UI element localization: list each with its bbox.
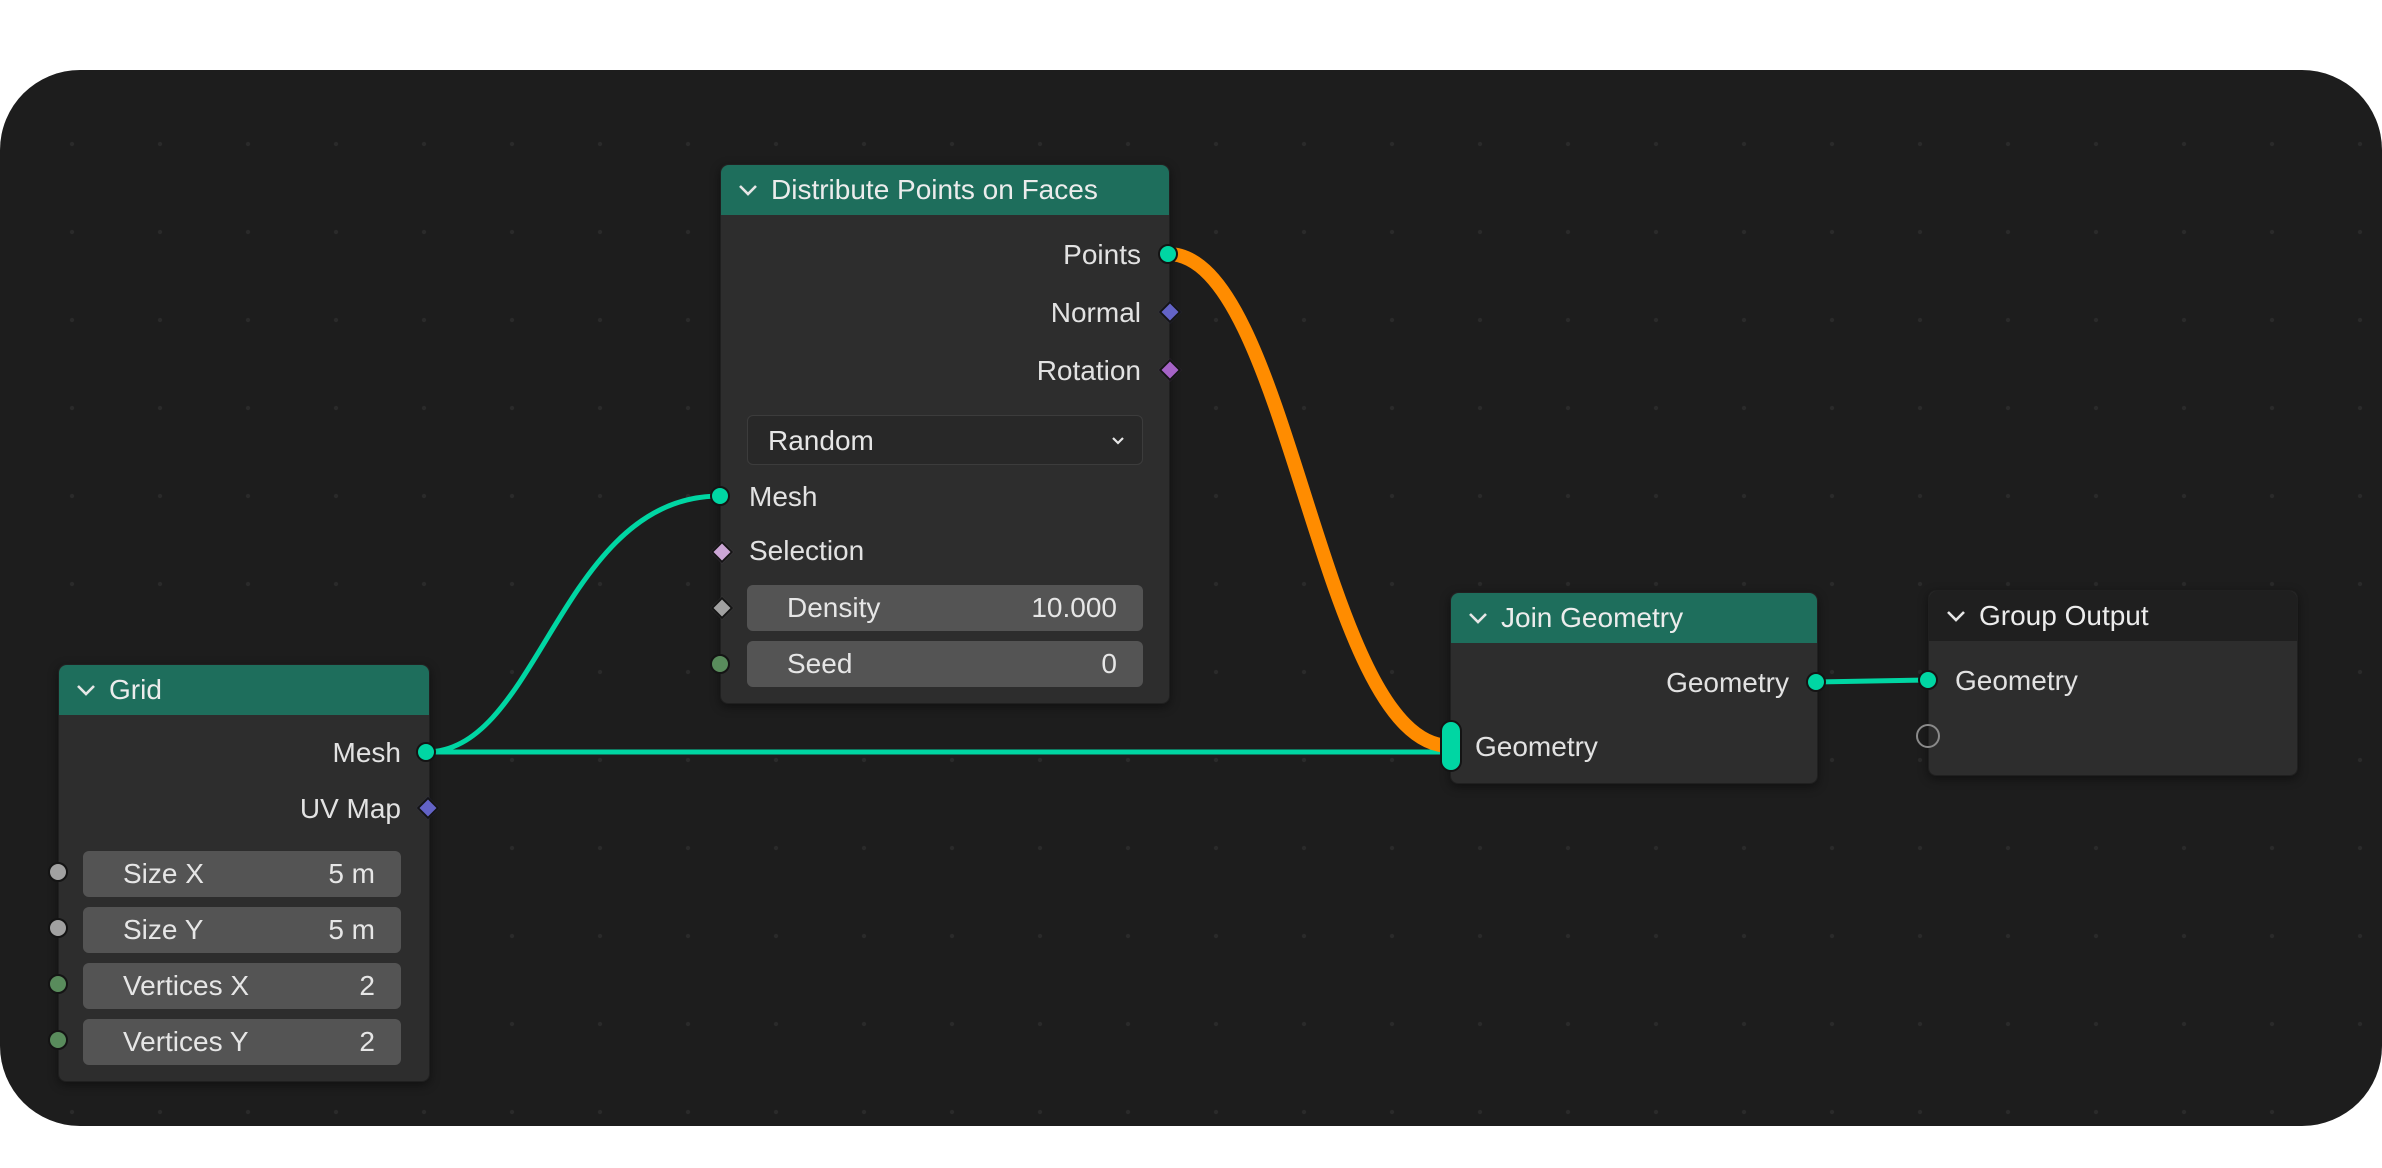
grid-output-uv-map-label: UV Map: [299, 793, 401, 824]
seed-field[interactable]: Seed 0: [747, 641, 1143, 687]
vertices-y-value: 2: [359, 1026, 375, 1057]
distribute-output-points-label: Points: [1063, 239, 1141, 270]
seed-value: 0: [1101, 648, 1117, 679]
distribute-output-rotation-label: Rotation: [1036, 355, 1141, 386]
grid-mesh-output-socket[interactable]: [416, 742, 436, 762]
size-x-label: Size X: [123, 858, 204, 889]
distribute-points-node-header[interactable]: Distribute Points on Faces: [721, 165, 1169, 215]
join-output-geometry-label: Geometry: [1666, 667, 1789, 698]
vertices-y-input-socket[interactable]: [48, 1030, 68, 1050]
link-distribute-points-to-join-geometry[interactable]: [1161, 247, 1457, 753]
vertices-y-field[interactable]: Vertices Y 2: [83, 1019, 401, 1065]
density-label: Density: [787, 592, 881, 623]
distribute-points-output-socket[interactable]: [1158, 244, 1178, 264]
distribute-points-node-title: Distribute Points on Faces: [771, 174, 1098, 205]
grid-node-header[interactable]: Grid: [59, 665, 429, 715]
distribute-output-normal-label: Normal: [1050, 297, 1141, 328]
density-value: 10.000: [1031, 592, 1117, 623]
group-output-geometry-input-socket[interactable]: [1918, 670, 1938, 690]
size-y-value: 5 m: [328, 914, 375, 945]
chevron-down-icon: [1112, 437, 1124, 445]
size-x-field[interactable]: Size X 5 m: [83, 851, 401, 897]
distribute-method-value: Random: [768, 425, 874, 456]
group-output-empty-input-socket[interactable]: [1916, 724, 1940, 748]
vertices-x-label: Vertices X: [123, 970, 250, 1001]
density-field[interactable]: Density 10.000: [747, 585, 1143, 631]
join-geometry-multi-input-socket[interactable]: [1440, 720, 1462, 772]
seed-label: Seed: [787, 648, 853, 679]
group-output-node[interactable]: Group Output Geometry: [1928, 590, 2298, 776]
link-grid-mesh-to-distribute-mesh[interactable]: [425, 493, 721, 755]
distribute-seed-input-socket[interactable]: [710, 654, 730, 674]
join-geometry-node[interactable]: Join Geometry Geometry Geometry: [1450, 592, 1818, 784]
size-y-input-socket[interactable]: [48, 918, 68, 938]
group-output-node-title: Group Output: [1979, 600, 2149, 631]
join-input-geometry-label: Geometry: [1475, 731, 1598, 762]
size-x-input-socket[interactable]: [48, 862, 68, 882]
vertices-x-field[interactable]: Vertices X 2: [83, 963, 401, 1009]
group-output-node-header[interactable]: Group Output: [1929, 591, 2297, 641]
vertices-x-input-socket[interactable]: [48, 974, 68, 994]
grid-output-mesh-label: Mesh: [332, 737, 401, 768]
vertices-x-value: 2: [359, 970, 375, 1001]
group-output-input-geometry-label: Geometry: [1955, 665, 2078, 696]
chevron-down-icon[interactable]: [75, 679, 97, 701]
distribute-method-dropdown[interactable]: Random: [747, 415, 1143, 465]
size-y-field[interactable]: Size Y 5 m: [83, 907, 401, 953]
distribute-points-node[interactable]: Distribute Points on Faces Points Normal…: [720, 164, 1170, 704]
grid-node[interactable]: Grid Mesh UV Map Size X 5 m Size Y 5 m V…: [58, 664, 430, 1082]
grid-node-title: Grid: [109, 674, 162, 705]
join-geometry-node-title: Join Geometry: [1501, 602, 1684, 633]
join-geometry-output-socket[interactable]: [1806, 672, 1826, 692]
chevron-down-icon[interactable]: [1945, 605, 1967, 627]
size-x-value: 5 m: [328, 858, 375, 889]
join-geometry-node-header[interactable]: Join Geometry: [1451, 593, 1817, 643]
chevron-down-icon[interactable]: [737, 179, 759, 201]
distribute-mesh-input-socket[interactable]: [710, 486, 730, 506]
distribute-input-mesh-label: Mesh: [749, 481, 818, 512]
distribute-input-selection-label: Selection: [749, 535, 865, 566]
size-y-label: Size Y: [123, 914, 204, 945]
vertices-y-label: Vertices Y: [123, 1026, 249, 1057]
link-join-geometry-to-group-output[interactable]: [1815, 677, 1929, 685]
chevron-down-icon[interactable]: [1467, 607, 1489, 629]
